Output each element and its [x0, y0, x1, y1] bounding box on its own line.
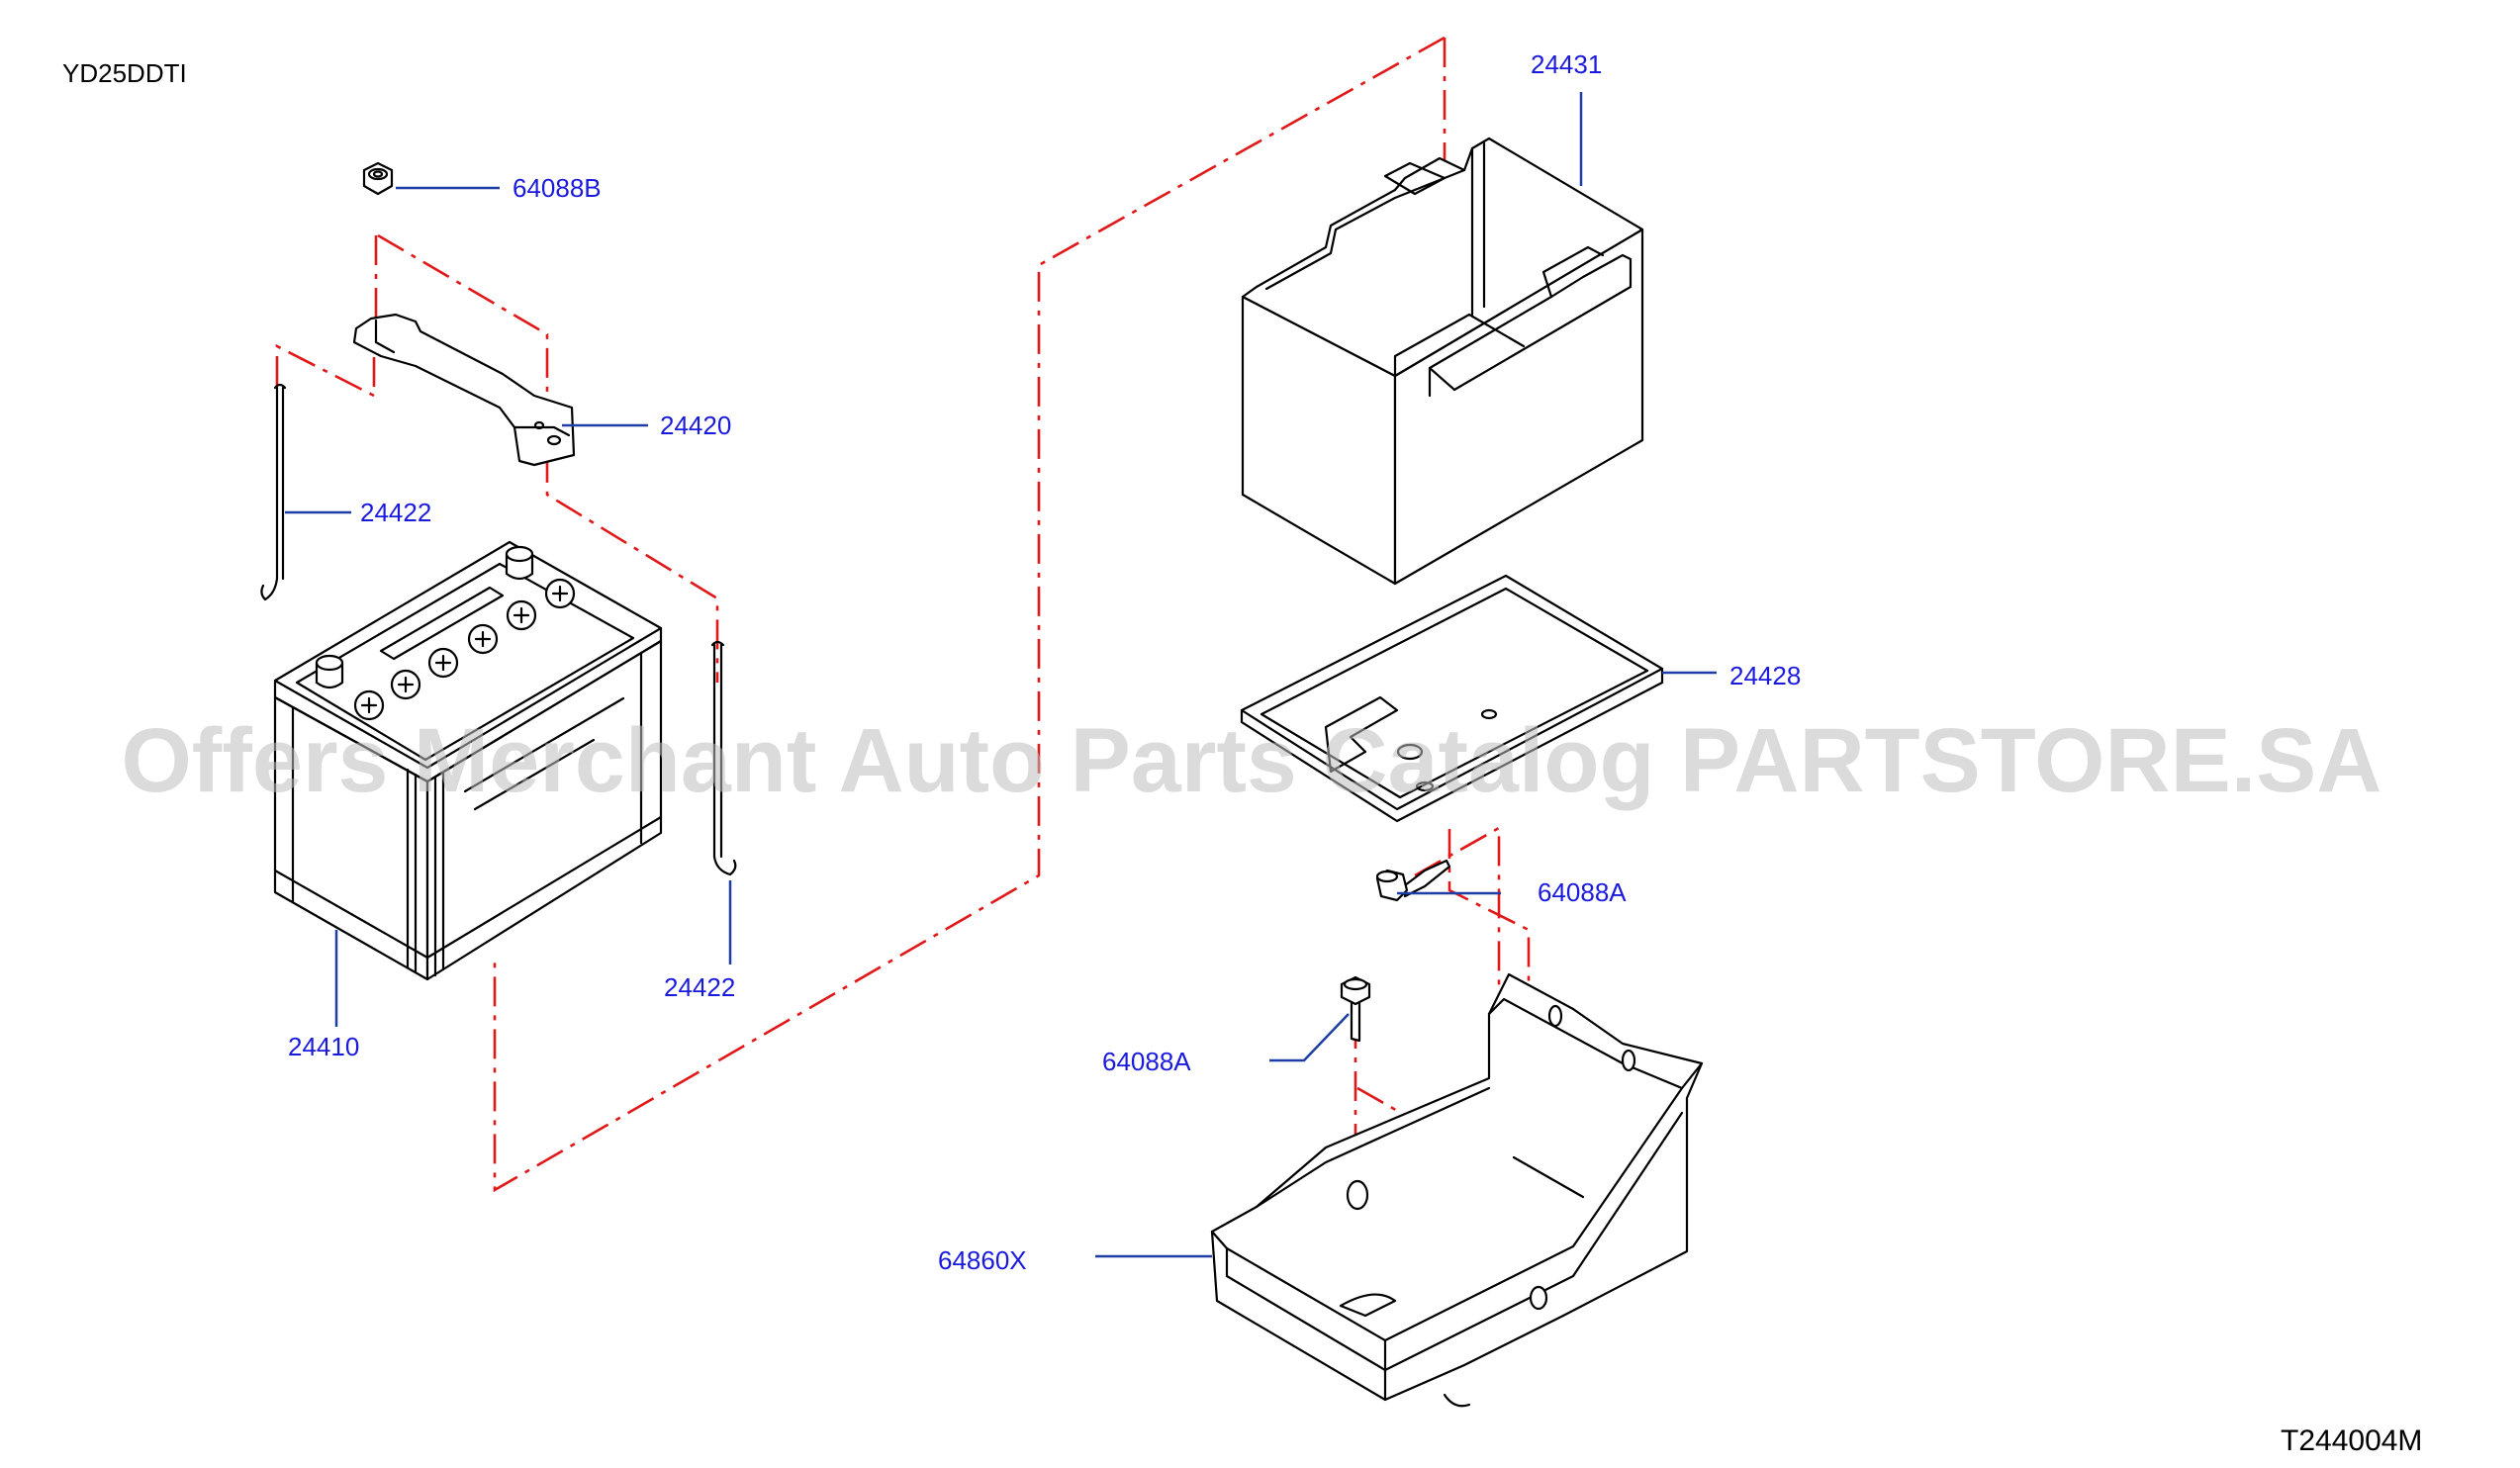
battery-cover-24431[interactable]	[1241, 137, 1644, 586]
frame-bracket-24420[interactable]	[352, 313, 576, 467]
battery-24410[interactable]	[273, 540, 663, 981]
nut-64088b[interactable]	[362, 161, 394, 196]
callout-64088a-upper[interactable]: 64088A	[1538, 877, 1627, 907]
rod-left-24422[interactable]	[260, 383, 287, 601]
callout-labels: 64088B 24420 24422 24422 24410 24431 244…	[288, 49, 1801, 1275]
battery-tray-24428[interactable]	[1240, 574, 1664, 823]
callout-24428[interactable]: 24428	[1729, 661, 1801, 690]
callout-24410[interactable]: 24410	[288, 1032, 359, 1061]
diagram-code: T244004M	[2281, 1424, 2422, 1457]
callout-64860x[interactable]: 64860X	[938, 1245, 1027, 1275]
callout-24422-left[interactable]: 24422	[360, 498, 431, 527]
callout-24422-right[interactable]: 24422	[664, 972, 735, 1002]
battery-vent-caps	[353, 578, 576, 721]
bolt-64088a-lower[interactable]	[1340, 975, 1371, 1043]
watermark: Offers Merchant Auto Parts Catalog PARTS…	[122, 710, 2382, 811]
battery-support-64860x[interactable]	[1210, 972, 1704, 1408]
battery-terminal-positive	[505, 545, 534, 581]
callout-64088a-lower[interactable]: 64088A	[1102, 1047, 1191, 1076]
battery-terminal-negative	[315, 654, 344, 689]
callout-24420[interactable]: 24420	[660, 411, 731, 440]
leader-lines	[285, 92, 1717, 1258]
rod-right-24422[interactable]	[710, 640, 737, 876]
engine-code: YD25DDTI	[62, 58, 187, 88]
callout-24431[interactable]: 24431	[1531, 49, 1602, 79]
bolt-64088a-upper[interactable]	[1375, 859, 1451, 902]
callout-64088b[interactable]: 64088B	[513, 173, 602, 203]
